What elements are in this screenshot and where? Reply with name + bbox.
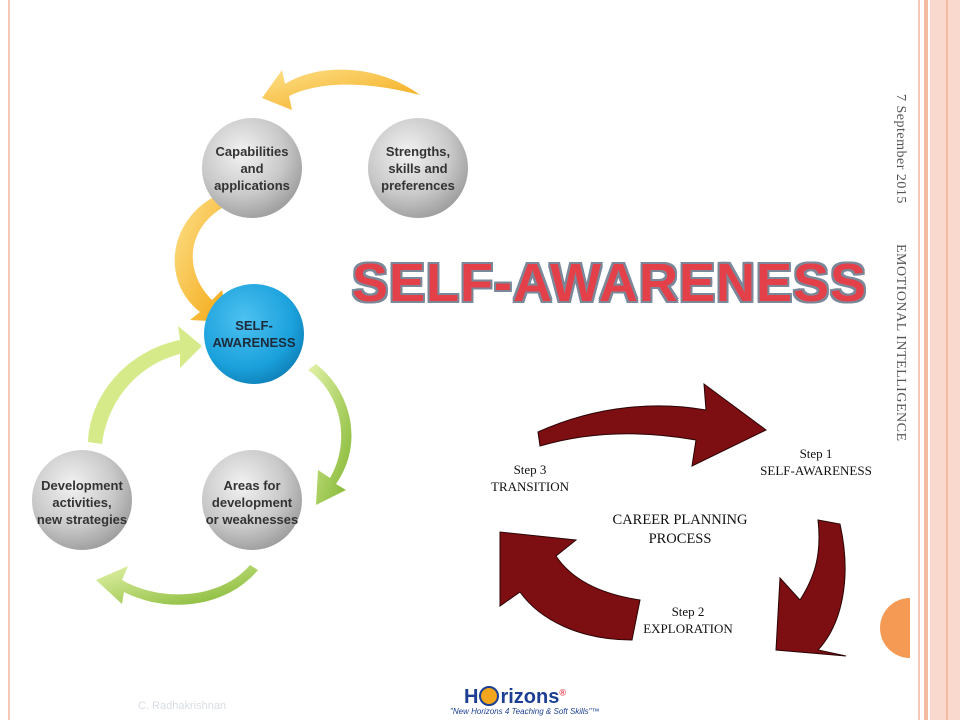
strengths-label-1: Strengths,: [386, 144, 450, 159]
areas-circle: [202, 450, 302, 550]
career-arrow-top: [537, 382, 767, 467]
right-border-line: [918, 0, 920, 720]
right-border-band: [930, 0, 960, 720]
strengths-circle: [368, 118, 468, 218]
strengths-label-2: skills and: [388, 161, 447, 176]
capabilities-label-3: applications: [214, 178, 290, 193]
strengths-label-3: preferences: [381, 178, 455, 193]
right-border-line: [924, 0, 928, 720]
logo-letter-h: H: [464, 686, 479, 708]
registered-mark: ®: [559, 687, 566, 698]
development-circle: [32, 450, 132, 550]
left-border-line: [8, 0, 10, 720]
capabilities-circle: [202, 118, 302, 218]
footer-author: C. Radhakrishnan: [138, 700, 227, 712]
center-label-1: SELF-: [235, 318, 273, 333]
development-label-3: new strategies: [37, 512, 127, 527]
capabilities-label-1: Capabilities: [216, 144, 289, 159]
career-center-label-2: PROCESS: [649, 531, 712, 547]
step3-number: Step 3: [514, 462, 547, 477]
side-date: 7 September 2015: [893, 94, 908, 204]
areas-label-2: development: [212, 495, 293, 510]
step2-number: Step 2: [672, 604, 705, 619]
development-label-2: activities,: [52, 495, 111, 510]
curved-arrow: [174, 198, 228, 322]
slide-title: SELF-AWARENESS: [352, 253, 868, 313]
step2-name: EXPLORATION: [643, 621, 733, 636]
career-arrow-right: [775, 519, 847, 657]
step3-name: TRANSITION: [491, 479, 570, 494]
areas-label-1: Areas for: [223, 478, 280, 493]
right-border-line: [946, 0, 948, 720]
side-topic: EMOTIONAL INTELLIGENCE: [893, 244, 908, 442]
logo-letters-rest: rizons: [500, 686, 560, 708]
areas-label-3: or weaknesses: [206, 512, 299, 527]
development-label-1: Development: [41, 478, 123, 493]
curved-arrow: [262, 69, 420, 110]
self-awareness-circle: [204, 284, 304, 384]
career-center-label-1: CAREER PLANNING: [613, 512, 748, 528]
globe-icon: [479, 686, 500, 706]
career-planning-diagram: Step 1 SELF-AWARENESS Step 3 TRANSITION …: [491, 382, 872, 657]
logo-tagline: "New Horizons 4 Teaching & Soft Skills"™: [450, 707, 600, 716]
curved-arrow: [96, 565, 258, 605]
step1-number: Step 1: [800, 446, 833, 461]
center-label-2: AWARENESS: [212, 335, 295, 350]
curved-arrow: [88, 326, 202, 444]
capabilities-label-2: and: [240, 161, 263, 176]
career-arrow-left: [499, 531, 641, 641]
curved-arrow: [308, 364, 352, 505]
step1-name: SELF-AWARENESS: [760, 463, 872, 478]
